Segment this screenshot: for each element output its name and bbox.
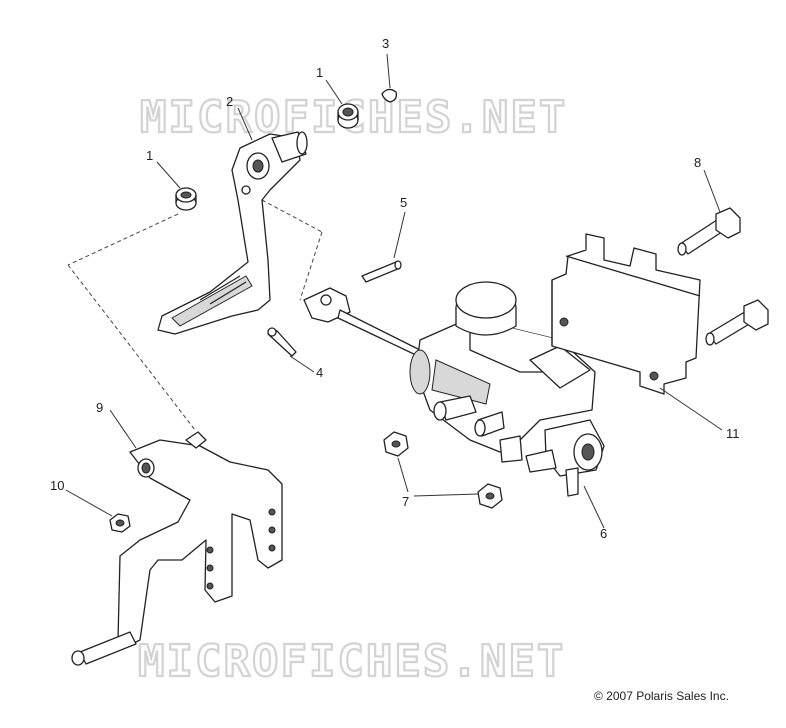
bolt-upper	[677, 207, 741, 256]
clevis-pin	[361, 260, 402, 283]
pushrod-clevis	[303, 287, 421, 357]
mounting-plate	[551, 233, 701, 395]
nut-10	[109, 513, 131, 533]
copyright-notice: © 2007 Polaris Sales Inc.	[594, 689, 729, 703]
callout-4: 4	[316, 365, 323, 380]
cotter-pin	[267, 327, 297, 357]
callout-8: 8	[694, 155, 701, 170]
callout-1-left: 1	[146, 148, 153, 163]
brake-pedal	[157, 131, 308, 335]
callout-5: 5	[400, 195, 407, 210]
master-cylinder	[409, 281, 605, 497]
assembly-guide-lines	[67, 199, 323, 431]
bolt-lower	[705, 299, 769, 346]
nut-7-upper	[383, 431, 409, 457]
callout-11: 11	[726, 426, 740, 441]
bushing-top	[337, 103, 359, 129]
bushing-left	[175, 187, 197, 211]
callout-6: 6	[600, 526, 607, 541]
nut-7-lower	[477, 483, 503, 509]
callout-3: 3	[382, 36, 389, 51]
callout-1-top: 1	[316, 65, 323, 80]
callout-7: 7	[402, 494, 409, 509]
pedal-bracket	[71, 431, 283, 666]
leader-lines	[65, 53, 723, 529]
callout-2: 2	[226, 94, 233, 109]
retaining-clip	[381, 88, 398, 103]
watermark-bottom: MICROFICHES.NET	[138, 636, 565, 687]
callout-10: 10	[50, 478, 64, 493]
callout-9: 9	[96, 400, 103, 415]
